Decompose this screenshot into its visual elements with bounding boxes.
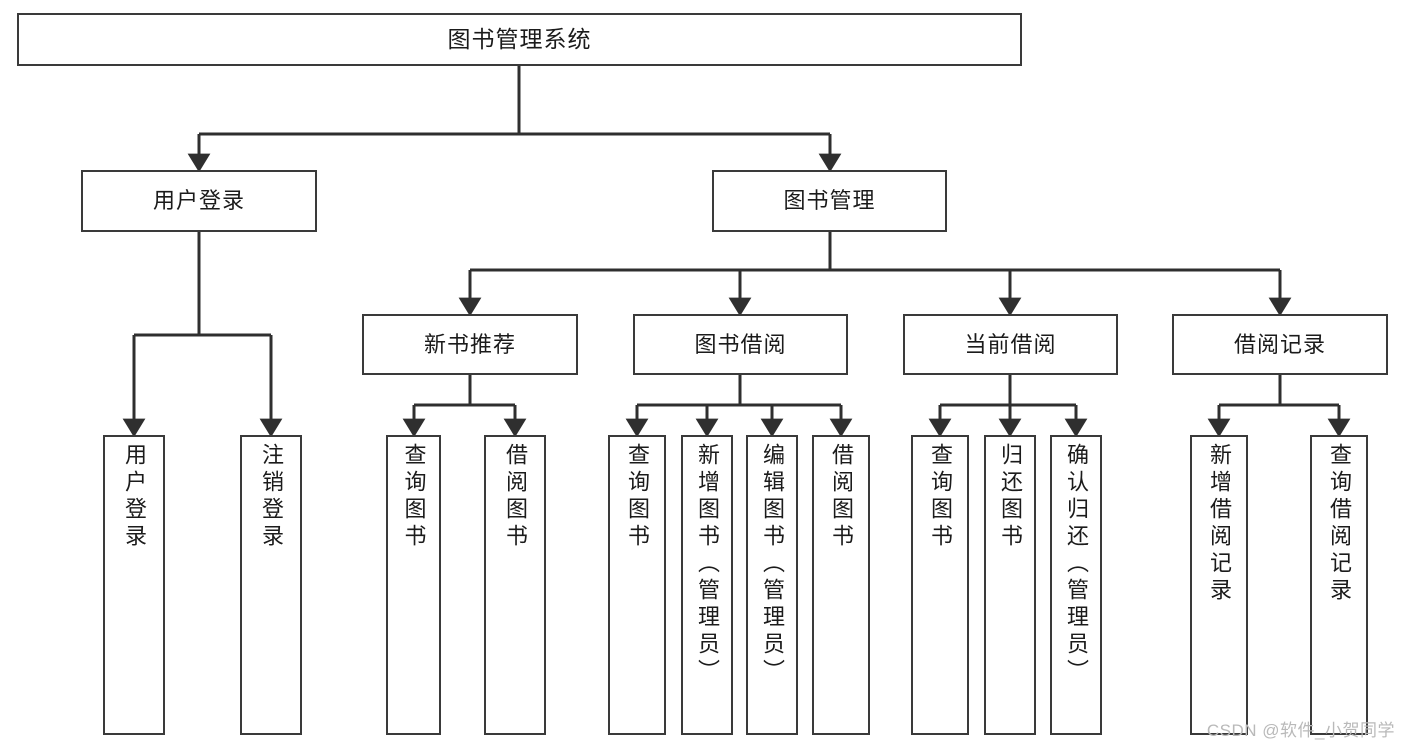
node-label: 注销登录 [258,443,284,551]
node-label: 归还图书 [997,443,1023,551]
node-label: 图书管理系统 [447,25,592,52]
node-label: 借阅图书 [828,443,854,551]
node-leaf-borrow-book-recommend[interactable]: 借阅图书 [484,435,546,735]
node-leaf-query-book-recommend[interactable]: 查询图书 [386,435,441,735]
node-leaf-query-book-borrow[interactable]: 查询图书 [608,435,666,735]
node-label: 查询图书 [927,443,953,551]
watermark-text: CSDN @软件_小贺同学 [1206,721,1395,740]
node-current-borrow[interactable]: 当前借阅 [903,314,1118,375]
node-label: 用户登录 [121,443,147,551]
node-leaf-confirm-return[interactable]: 确认归还（管理员） [1050,435,1102,735]
node-label: 新增借阅记录 [1206,443,1232,605]
node-label: 编辑图书（管理员） [759,443,785,686]
node-label: 新增图书（管理员） [694,443,720,686]
node-leaf-edit-book[interactable]: 编辑图书（管理员） [746,435,798,735]
node-label: 当前借阅 [964,331,1057,357]
node-book-manage[interactable]: 图书管理 [712,170,947,232]
node-label: 新书推荐 [423,331,516,357]
node-leaf-return-book[interactable]: 归还图书 [984,435,1036,735]
node-new-book-recommend[interactable]: 新书推荐 [362,314,578,375]
node-label: 查询图书 [401,443,427,551]
node-label: 查询借阅记录 [1326,443,1352,605]
node-user-login[interactable]: 用户登录 [81,170,317,232]
node-leaf-query-borrow-record[interactable]: 查询借阅记录 [1310,435,1368,735]
node-leaf-logout[interactable]: 注销登录 [240,435,302,735]
node-label: 图书管理 [783,188,876,214]
node-system-root[interactable]: 图书管理系统 [17,13,1022,66]
node-leaf-query-book-current[interactable]: 查询图书 [911,435,969,735]
node-label: 用户登录 [152,188,245,214]
node-book-borrow[interactable]: 图书借阅 [633,314,848,375]
node-label: 借阅图书 [502,443,528,551]
node-label: 借阅记录 [1233,331,1326,357]
node-leaf-add-book[interactable]: 新增图书（管理员） [681,435,733,735]
node-label: 确认归还（管理员） [1063,443,1089,686]
node-label: 图书借阅 [694,331,787,357]
node-leaf-add-borrow-record[interactable]: 新增借阅记录 [1190,435,1248,735]
node-label: 查询图书 [624,443,650,551]
node-borrow-record[interactable]: 借阅记录 [1172,314,1388,375]
node-leaf-user-login[interactable]: 用户登录 [103,435,165,735]
node-leaf-borrow-book[interactable]: 借阅图书 [812,435,870,735]
